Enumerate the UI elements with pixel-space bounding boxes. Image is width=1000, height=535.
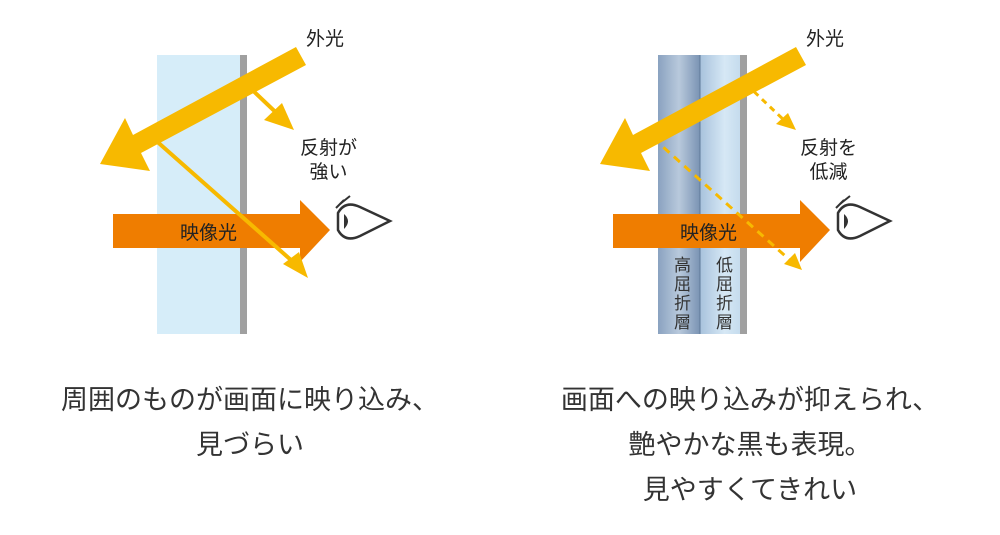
refracted-light-head [784, 253, 802, 270]
right-caption-line-1: 画面への映り込みが抑えられ、 [560, 385, 940, 416]
reflected-light-head [776, 113, 796, 130]
right-panel-ar-coated-glass: 外光 反射を 低減 映像光 高屈折層 低屈折層 画面への映り込みが抑えられ、 艶… [500, 0, 1000, 535]
low-index-layer-label: 低屈折層 [712, 256, 732, 332]
reflection-strong-label: 反射が 強い [300, 137, 358, 183]
eye-icon [835, 195, 893, 240]
high-index-layer [658, 55, 700, 334]
image-light-label: 映像光 [180, 222, 238, 244]
refracted-light-head [283, 252, 308, 278]
reflection-reduced-label: 反射を 低減 [800, 137, 858, 183]
right-caption: 画面への映り込みが抑えられ、 艶やかな黒も表現。 見やすくてきれい [500, 378, 1000, 513]
refracted-light-line [151, 136, 302, 270]
right-caption-line-3: 見やすくてきれい [642, 475, 858, 506]
image-light-arrow [613, 200, 830, 262]
refracted-light-dashed [652, 136, 793, 264]
left-caption-line-1: 周囲のものが画面に映り込み、 [61, 385, 439, 416]
left-panel-normal-glass: 外光 反射が 強い 映像光 周囲のものが画面に映り込み、 見づらい [0, 28, 500, 468]
eye-icon [335, 195, 393, 240]
outside-light-arrow [600, 47, 806, 171]
left-diagram [100, 47, 393, 334]
reflected-light-dashed [744, 82, 788, 124]
right-diagram [600, 47, 893, 334]
screen-edge [740, 55, 747, 334]
left-caption: 周囲のものが画面に映り込み、 見づらい [0, 378, 500, 468]
left-caption-line-2: 見づらい [196, 430, 304, 461]
high-index-layer-label: 高屈折層 [670, 256, 690, 332]
reflected-light-head [264, 103, 294, 130]
outside-light-label: 外光 [306, 28, 345, 50]
screen-edge [240, 55, 247, 334]
outside-light-arrow [100, 47, 306, 171]
image-light-label: 映像光 [680, 222, 738, 244]
outside-light-label: 外光 [806, 28, 845, 50]
right-caption-line-2: 艶やかな黒も表現。 [628, 430, 872, 461]
